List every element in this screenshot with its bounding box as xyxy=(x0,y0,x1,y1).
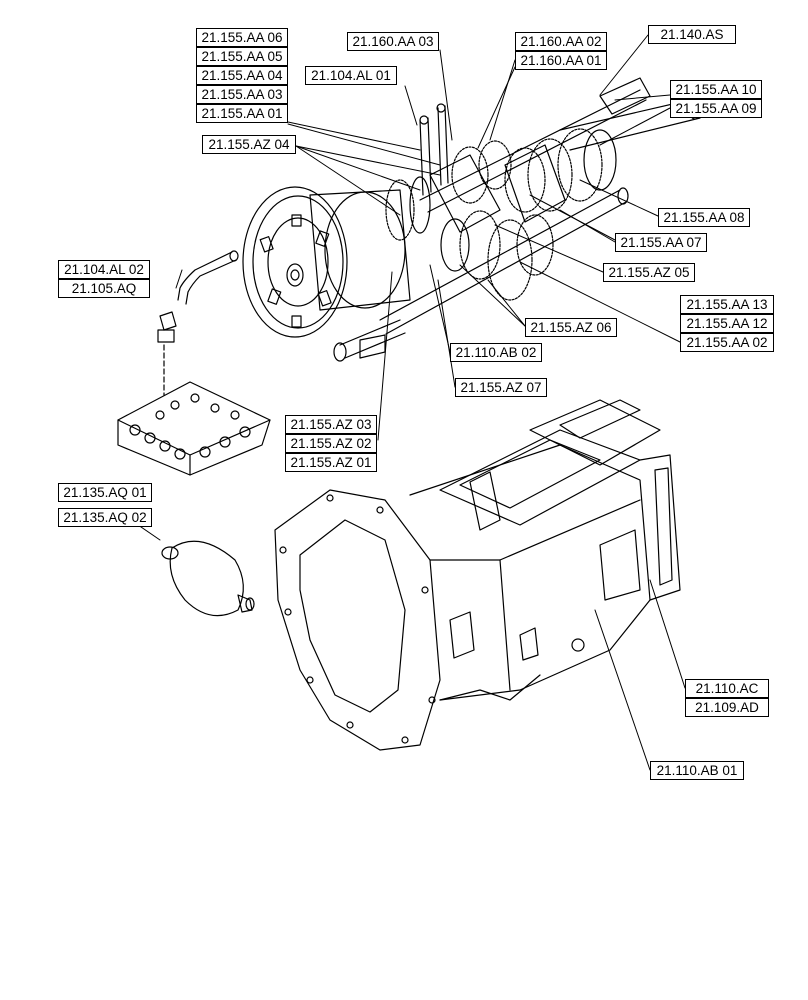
label-21-155-aa-02: 21.155.AA 02 xyxy=(680,333,774,352)
accumulator xyxy=(161,540,255,617)
leader-lines xyxy=(124,34,686,771)
label-21-110-ab-01: 21.110.AB 01 xyxy=(650,761,744,780)
label-21-135-aq-01: 21.135.AQ 01 xyxy=(58,483,152,502)
label-21-110-ab-02: 21.110.AB 02 xyxy=(450,343,542,362)
label-21-155-aa-03: 21.155.AA 03 xyxy=(196,85,288,104)
label-21-155-aa-09: 21.155.AA 09 xyxy=(670,99,762,118)
label-21-155-aa-05: 21.155.AA 05 xyxy=(196,47,288,66)
control-valve-block xyxy=(117,381,271,476)
label-21-155-az-04: 21.155.AZ 04 xyxy=(202,135,296,154)
label-21-155-aa-08: 21.155.AA 08 xyxy=(658,208,750,227)
label-21-155-aa-13: 21.155.AA 13 xyxy=(680,295,774,314)
label-21-155-aa-04: 21.155.AA 04 xyxy=(196,66,288,85)
label-21-155-aa-07: 21.155.AA 07 xyxy=(615,233,707,252)
label-21-160-aa-03: 21.160.AA 03 xyxy=(347,32,439,51)
gear-train-assembly xyxy=(309,77,702,362)
label-21-155-aa-06: 21.155.AA 06 xyxy=(196,28,288,47)
label-21-155-aa-01: 21.155.AA 01 xyxy=(196,104,288,123)
hose-fitting xyxy=(157,250,239,396)
label-21-155-az-07: 21.155.AZ 07 xyxy=(455,378,547,397)
transmission-housing xyxy=(274,399,681,751)
label-21-160-aa-02: 21.160.AA 02 xyxy=(515,32,607,51)
label-21-155-az-05: 21.155.AZ 05 xyxy=(603,263,695,282)
label-21-155-aa-10: 21.155.AA 10 xyxy=(670,80,762,99)
label-21-155-az-03: 21.155.AZ 03 xyxy=(285,415,377,434)
label-21-105-aq: 21.105.AQ xyxy=(58,279,150,298)
label-21-110-ac: 21.110.AC xyxy=(685,679,769,698)
label-21-155-aa-12: 21.155.AA 12 xyxy=(680,314,774,333)
label-21-135-aq-02: 21.135.AQ 02 xyxy=(58,508,152,527)
label-21-140-as: 21.140.AS xyxy=(648,25,736,44)
label-21-155-az-06: 21.155.AZ 06 xyxy=(525,318,617,337)
label-21-109-ad: 21.109.AD xyxy=(685,698,769,717)
label-21-155-az-02: 21.155.AZ 02 xyxy=(285,434,377,453)
label-21-155-az-01: 21.155.AZ 01 xyxy=(285,453,377,472)
label-21-104-al-01: 21.104.AL 01 xyxy=(305,66,397,85)
label-21-104-al-02: 21.104.AL 02 xyxy=(58,260,150,279)
flywheel xyxy=(242,186,348,338)
label-21-160-aa-01: 21.160.AA 01 xyxy=(515,51,607,70)
